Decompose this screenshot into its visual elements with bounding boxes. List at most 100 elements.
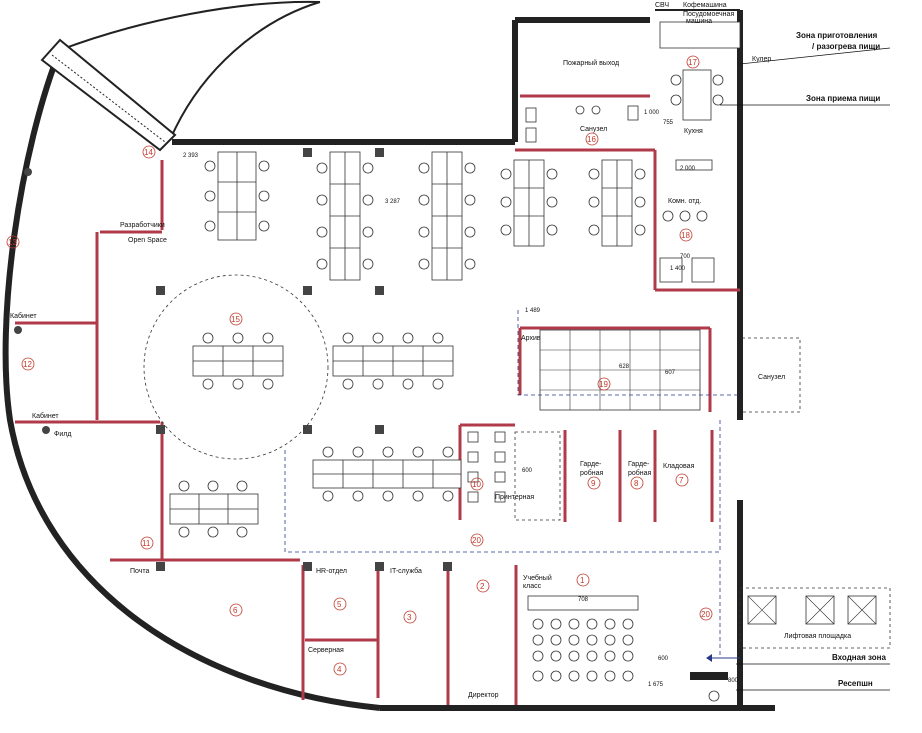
dim-708: 708 [578,597,589,603]
label-developers: Разработчики [120,221,165,229]
dim-1675: 1 675 [648,682,664,688]
dim-700: 700 [680,254,691,260]
dim-1400: 1 400 [670,266,686,272]
room-number-7: 7 [679,476,684,485]
column [156,286,165,295]
column-round [14,326,22,334]
room-number-13: 13 [8,238,17,247]
label-storage: Кладовая [663,463,695,470]
label-wardrobe-a-2: робная [580,469,604,477]
annotation-leaders [720,47,891,691]
label-mail: Почта [130,568,150,575]
outer-walls [2,0,775,711]
dim-628: 628 [619,364,630,370]
label-it: IT-служба [390,567,422,575]
label-cabinet-2: Кабинет [32,412,59,420]
classroom-seats [527,595,639,682]
label-field: Филд [54,431,71,438]
columns [14,148,452,571]
label-sanuzel-top: Санузел [580,126,607,133]
label-open-space: Open Space [128,237,167,244]
dim-600-b: 600 [658,656,669,662]
column [156,425,165,434]
room-number-10: 10 [472,480,481,489]
dim-607: 607 [665,370,676,376]
room-numbers: 1 2 3 4 5 6 7 8 9 10 11 12 13 14 15 16 1… [6,55,713,676]
column-round [24,168,32,176]
label-director: Директор [468,692,499,699]
label-coffee-machine: Кофемашина [683,2,727,9]
label-hr: HR-отдел [316,568,347,575]
evacuation-route [284,310,740,662]
label-wardrobe-b-1: Гарде- [628,461,650,468]
zone-labels: Зона приготовления / разогрева пищи Зона… [796,31,886,688]
lifts [739,587,891,649]
room-number-18: 18 [681,231,690,240]
column [443,562,452,571]
label-printer-room: Принтерная [495,494,534,501]
label-dishwasher-1: Посудомоечная [683,11,734,18]
label-cabinet-1: Кабинет [10,312,37,320]
room-number-17: 17 [688,58,697,67]
label-reception: Ресепшн [838,679,873,688]
room-number-2: 2 [480,582,485,591]
column [375,286,384,295]
room-number-5: 5 [337,600,342,609]
room-number-6: 6 [233,606,238,615]
room-number-16: 16 [587,135,596,144]
kitchen-furniture [659,21,741,283]
label-classroom-2: класс [523,583,542,590]
dim-600-a: 600 [522,468,533,474]
column [303,562,312,571]
toilet-fixtures [525,105,639,143]
room-number-3: 3 [407,613,412,622]
reception-desk [690,672,728,680]
partitions [15,94,740,705]
dim-3287: 3 287 [385,199,401,205]
room-number-11: 11 [142,539,151,548]
column [303,425,312,434]
label-microwave: СВЧ [655,2,669,9]
label-kitchen: Кухня [684,128,703,135]
room-number-1: 1 [580,576,585,585]
round-zone-outline [143,274,329,460]
label-archive: Архив [521,335,541,342]
room-labels: Пожарный выход СВЧ Кофемашина Посудомоеч… [10,2,851,699]
room-number-14: 14 [144,148,153,157]
column [375,425,384,434]
label-wardrobe-b-2: робная [628,469,652,477]
dim-2393: 2 393 [183,153,199,159]
label-sanuzel-right: Санузел [758,374,785,381]
reception-chair [708,690,720,702]
dim-2000: 2 000 [680,166,696,172]
label-lift-area: Лифтовая площадка [784,633,851,640]
room-number-4: 4 [337,665,342,674]
room-number-9: 9 [591,479,596,488]
dim-1000: 1 000 [644,110,660,116]
label-entrance: Входная зона [832,653,886,662]
column [303,286,312,295]
column [375,148,384,157]
desks [169,151,646,538]
label-dishwasher-2: машина [686,18,712,25]
room-number-15: 15 [231,315,240,324]
label-fire-exit: Пожарный выход [563,59,619,67]
dimension-labels: 2 393 3 287 2 000 1 000 755 700 1 400 1 … [183,110,739,688]
label-food-prep-2: / разогрева пищи [812,42,880,51]
label-wardrobe-a-1: Гарде- [580,461,602,468]
room-number-12: 12 [23,360,32,369]
label-food-intake: Зона приема пищи [806,94,880,103]
column [303,148,312,157]
room-number-8: 8 [634,479,639,488]
room-number-19: 19 [599,380,608,389]
label-server: Серверная [308,647,344,654]
printer-room-boxes [467,431,561,521]
label-food-prep-1: Зона приготовления [796,31,878,40]
dim-800: 800 [728,678,739,684]
dim-755: 755 [663,120,674,126]
column [375,562,384,571]
archive-shelves [539,329,701,411]
label-meeting: Комн. отд. [668,198,701,205]
dim-1489: 1 489 [525,308,541,314]
